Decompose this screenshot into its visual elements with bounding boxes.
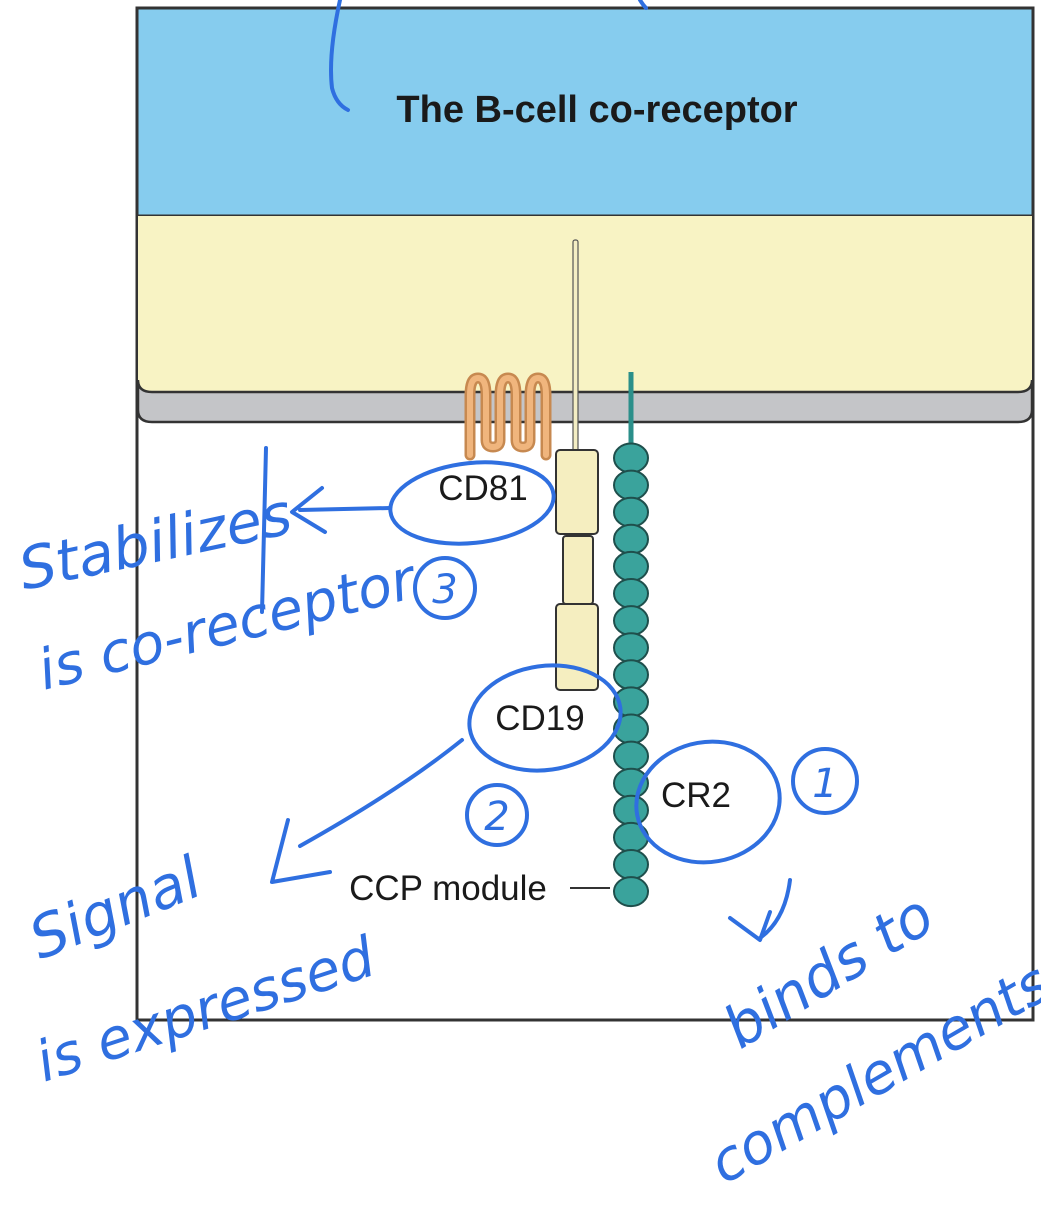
ccp-module-label: CCP module: [349, 869, 547, 908]
diagram-title: The B-cell co-receptor: [396, 89, 797, 131]
ccp-module-bead: [614, 660, 648, 689]
ccp-module-bead: [614, 633, 648, 662]
ccp-module-bead: [614, 525, 648, 554]
cd19-label: CD19: [495, 699, 584, 738]
cd19-number: 2: [484, 794, 509, 840]
cytoplasm-region: [138, 216, 1032, 391]
cd81-label: CD81: [438, 469, 527, 508]
cr2-number: 1: [812, 761, 837, 807]
ccp-module-bead: [614, 877, 648, 906]
ccp-module-bead: [614, 579, 648, 608]
cd19-domain-3: [556, 604, 598, 690]
ccp-module-bead: [614, 606, 648, 635]
cr2-ccp-chain: [614, 444, 648, 907]
ccp-module-bead: [614, 850, 648, 879]
cd19-domain-2: [563, 536, 593, 604]
ccp-module-bead: [614, 742, 648, 771]
ccp-module-bead: [614, 796, 648, 825]
cd81-number: 3: [432, 567, 457, 613]
cd19-stalk: [573, 240, 578, 452]
ccp-module-bead: [614, 471, 648, 500]
cd19-domain-1: [556, 450, 598, 534]
ccp-module-bead: [614, 444, 648, 473]
ccp-module-bead: [614, 552, 648, 581]
ccp-module-bead: [614, 498, 648, 527]
cr2-label: CR2: [661, 776, 731, 815]
